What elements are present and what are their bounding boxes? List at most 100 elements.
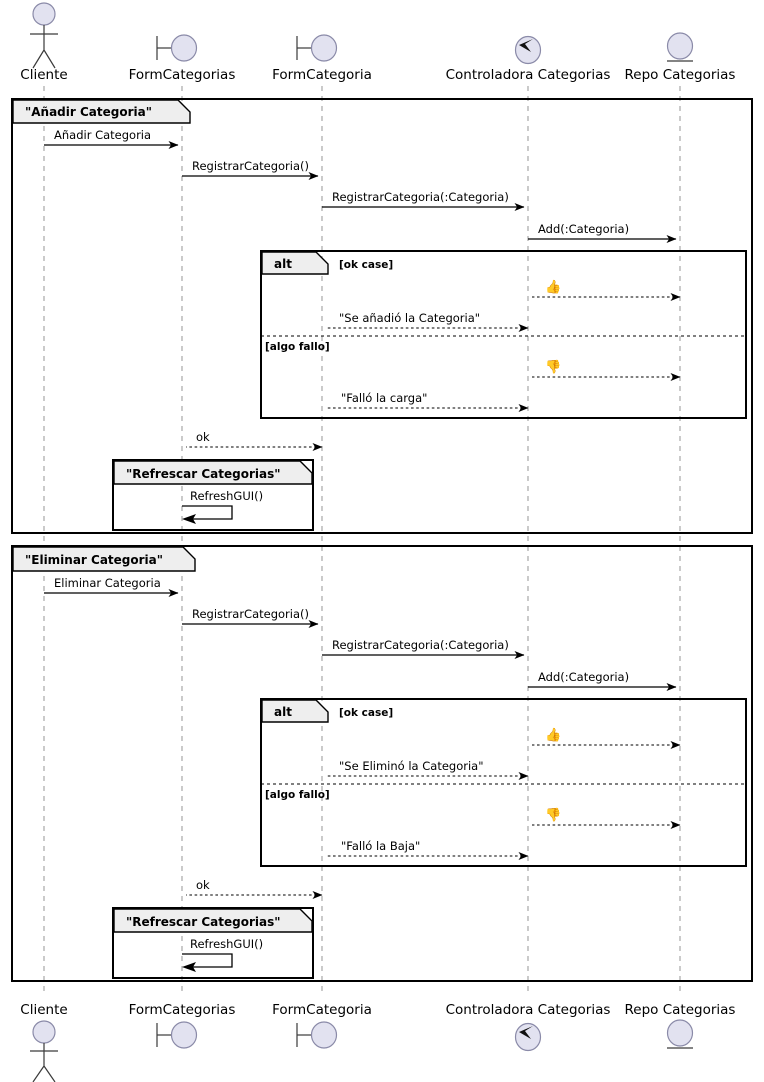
message-add-categoria-2[interactable]: Add(:Categoria) (528, 670, 677, 691)
message-label: "Falló la carga" (341, 391, 427, 405)
message-fallo-la-carga[interactable]: "Falló la carga" (326, 391, 529, 412)
participant-label-formcategorias: FormCategorias (129, 67, 236, 83)
participant-header-formcategorias[interactable]: FormCategorias (129, 34, 236, 83)
message-label: Add(:Categoria) (538, 670, 629, 684)
participant-footer-controladora[interactable]: Controladora Categorias (446, 1002, 611, 1052)
actor-icon (32, 2, 56, 26)
message-se-elimino-la-categoria[interactable]: "Se Eliminó la Categoria" (326, 759, 529, 780)
participant-header-repo[interactable]: Repo Categorias (625, 32, 736, 83)
group-title-anadir: "Añadir Categoria" (25, 105, 152, 119)
nested-group-title: "Refrescar Categorias" (126, 467, 281, 481)
participant-footer-formcategoria[interactable]: FormCategoria (272, 1002, 372, 1049)
message-registrarcategoria-2[interactable]: RegistrarCategoria() (182, 607, 319, 628)
message-thumbs-up-return-2[interactable]: 👍 (532, 727, 681, 749)
nested-group-refrescar-anadir[interactable]: "Refrescar Categorias" RefreshGUI() (112, 459, 314, 531)
group-anadir-categoria[interactable]: "Añadir Categoria" Añadir Categoria Regi… (11, 98, 753, 534)
nested-group-refrescar-eliminar[interactable]: "Refrescar Categorias" RefreshGUI() (112, 907, 314, 979)
self-call-loop (182, 505, 233, 520)
message-registrarcategoria[interactable]: RegistrarCategoria() (182, 159, 319, 180)
control-arrow-icon (519, 39, 533, 52)
message-label: "Se Eliminó la Categoria" (339, 759, 484, 773)
boundary-icon (310, 34, 338, 62)
participant-label-cliente: Cliente (20, 67, 67, 83)
group-frame-anadir (11, 98, 753, 534)
message-label: RegistrarCategoria(:Categoria) (332, 190, 509, 204)
message-thumbs-down-return[interactable]: 👎 (532, 359, 681, 381)
thumbs-up-icon: 👍 (545, 279, 561, 295)
message-registrarcategoria-categoria-2[interactable]: RegistrarCategoria(:Categoria) (322, 638, 525, 659)
nested-frame (112, 907, 314, 979)
alt-guard-ok: [ok case] (339, 707, 393, 719)
participant-label-repo: Repo Categorias (625, 67, 736, 83)
alt-title: alt (274, 257, 292, 271)
alt-fragment-anadir[interactable]: alt [ok case] Controladora (thumbs up) -… (260, 250, 747, 419)
message-fallo-la-baja[interactable]: "Falló la Baja" (326, 839, 529, 860)
nested-tab (113, 908, 313, 933)
message-eliminar-categoria[interactable]: Eliminar Categoria (44, 576, 179, 597)
nested-group-title: "Refrescar Categorias" (126, 915, 281, 929)
alt-guard-fallo: [algo fallo] (265, 341, 330, 353)
message-label: RegistrarCategoria() (192, 159, 309, 173)
alt-frame (260, 698, 747, 867)
group-tab-anadir (12, 99, 191, 124)
message-label: RegistrarCategoria() (192, 607, 309, 621)
group-frame-eliminar (11, 545, 753, 982)
actor-body-icon (30, 1043, 58, 1082)
self-call-arrowhead (182, 962, 196, 972)
message-thumbs-up-return[interactable]: 👍 (532, 279, 681, 301)
alt-guard-fallo: [algo fallo] (265, 789, 330, 801)
group-tab-eliminar (12, 546, 196, 572)
message-label: RefreshGUI() (190, 489, 263, 503)
message-ok-return-anadir[interactable]: ok (186, 430, 323, 451)
participant-header-formcategoria[interactable]: FormCategoria (272, 34, 372, 83)
alt-tab (261, 251, 329, 275)
entity-icon (666, 32, 694, 60)
message-ok-return-eliminar[interactable]: ok (186, 878, 323, 899)
message-label: ok (196, 878, 210, 892)
thumbs-up-icon: 👍 (545, 727, 561, 743)
message-registrarcategoria-categoria[interactable]: RegistrarCategoria(:Categoria) (322, 190, 525, 211)
message-label: "Se añadió la Categoria" (339, 311, 480, 325)
participant-label-repo-footer: Repo Categorias (625, 1002, 736, 1018)
participant-footer-formcategorias[interactable]: FormCategorias (129, 1002, 236, 1049)
thumbs-down-icon: 👎 (545, 807, 561, 823)
message-label: Add(:Categoria) (538, 222, 629, 236)
message-label: Eliminar Categoria (54, 576, 161, 590)
participant-label-formcategoria-footer: FormCategoria (272, 1002, 372, 1018)
message-add-categoria[interactable]: Add(:Categoria) (528, 222, 677, 243)
nested-tab (113, 460, 313, 485)
self-call-arrowhead (182, 514, 196, 524)
group-title-eliminar: "Eliminar Categoria" (25, 553, 163, 567)
alt-fragment-eliminar[interactable]: alt [ok case] 👍 "Se Eliminó la Categoria… (260, 698, 747, 867)
message-thumbs-down-return-2[interactable]: 👎 (532, 807, 681, 829)
participant-header-controladora[interactable]: Controladora Categorias (446, 35, 611, 84)
entity-icon (666, 1019, 694, 1047)
message-anadir-categoria[interactable]: Añadir Categoria (44, 128, 179, 149)
control-arrow-icon (519, 1026, 533, 1039)
boundary-icon (310, 1021, 338, 1049)
self-call-loop (182, 953, 233, 968)
message-se-anadio-la-categoria[interactable]: "Se añadió la Categoria" (326, 311, 529, 332)
self-message-refreshgui-eliminar[interactable]: RefreshGUI() (182, 937, 263, 972)
boundary-icon (170, 1021, 198, 1049)
lifelines-group (43, 86, 681, 996)
alt-tab (261, 699, 329, 723)
message-label: RefreshGUI() (190, 937, 263, 951)
participant-label-controladora: Controladora Categorias (446, 67, 611, 83)
message-label: "Falló la Baja" (341, 839, 420, 853)
nested-frame (112, 459, 314, 531)
alt-guard-ok: [ok case] (339, 259, 393, 271)
participant-footer-repo[interactable]: Repo Categorias (625, 1002, 736, 1049)
message-label: ok (196, 430, 210, 444)
participant-label-controladora-footer: Controladora Categorias (446, 1002, 611, 1018)
participant-header-cliente[interactable]: Cliente (20, 2, 68, 83)
actor-icon (32, 1020, 56, 1044)
participant-footer-cliente[interactable]: Cliente (20, 1002, 68, 1082)
participant-label-cliente-footer: Cliente (20, 1002, 67, 1018)
self-message-refreshgui-anadir[interactable]: RefreshGUI() (182, 489, 263, 524)
actor-body-icon (30, 25, 58, 69)
alt-frame (260, 250, 747, 419)
boundary-icon (170, 34, 198, 62)
group-eliminar-categoria[interactable]: "Eliminar Categoria" Eliminar Categoria … (11, 545, 753, 982)
